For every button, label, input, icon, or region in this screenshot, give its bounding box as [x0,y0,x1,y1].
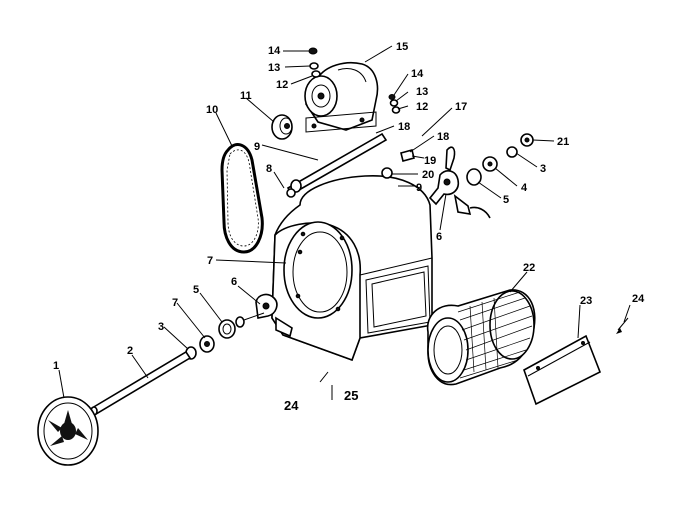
callout-10: 10 [206,104,218,116]
callout-24-right: 24 [632,293,645,305]
callout-15: 15 [396,41,408,53]
callout-18-right: 18 [437,131,449,143]
leader-lines [58,45,631,399]
callout-13-right: 13 [416,86,428,98]
callout-7-left: 7 [172,297,178,309]
hardware-stack [286,47,401,198]
callout-22: 22 [523,262,535,274]
callout-5-left: 5 [193,284,199,296]
callout-17: 17 [455,101,467,113]
callout-8: 8 [266,163,272,175]
blower-housing [271,175,433,362]
callout-6-left: 6 [231,276,237,288]
callout-14-top: 14 [268,45,281,57]
callout-1: 1 [53,360,59,372]
callout-14-right: 14 [411,68,424,80]
bearing-bracket-left [255,293,293,338]
motor [304,62,379,133]
callout-19: 19 [424,155,436,167]
callout-20: 20 [422,169,434,181]
callout-12-right: 12 [416,101,428,113]
callout-9-mid: 9 [416,182,422,194]
cutoff-plate [523,334,602,406]
callout-13-top: 13 [268,62,280,74]
motor-pulley [271,114,293,140]
callout-12-top: 12 [276,79,288,91]
callouts: 14 13 12 15 14 13 12 17 10 11 18 18 21 9… [53,41,645,413]
belt [220,143,264,254]
callout-3-right: 3 [540,163,546,175]
callout-21: 21 [557,136,569,148]
callout-18-top: 18 [398,121,410,133]
callout-6-right: 6 [436,231,442,243]
callout-25: 25 [344,388,358,403]
left-hardware [185,316,245,360]
callout-4: 4 [521,182,528,194]
callout-9-top: 9 [254,141,260,153]
bearing-bracket-right [428,170,472,215]
callout-5-right: 5 [503,194,509,206]
callout-24-bottom: 24 [284,398,299,413]
callout-7-top: 7 [207,255,213,267]
callout-23: 23 [580,295,592,307]
blower-pulley [37,396,99,466]
shaft [90,350,192,416]
callout-11: 11 [240,90,252,102]
screws [319,317,629,400]
callout-3-left: 3 [158,321,164,333]
blower-wheel [426,289,536,386]
callout-2: 2 [127,345,133,357]
right-hardware [381,133,534,219]
